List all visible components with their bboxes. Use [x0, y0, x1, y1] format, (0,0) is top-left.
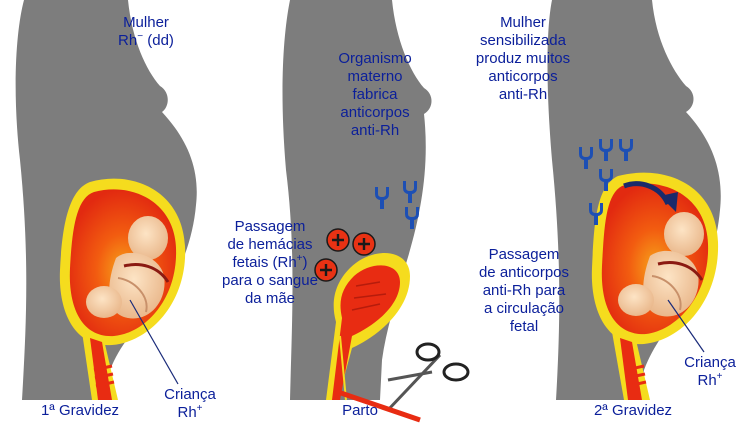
text-line: anti-Rh para — [468, 282, 580, 300]
sensitized-mother-text: Mulher sensibilizada produz muitos antic… — [458, 14, 588, 104]
child-label-1: Criança Rh+ — [150, 386, 230, 422]
child-label-2: Criança Rh+ — [670, 354, 750, 390]
antibody-passage-text: Passagem de anticorpos anti-Rh para a ci… — [468, 246, 580, 336]
child-rh-text: Rh — [697, 372, 716, 389]
text-line: anticorpos — [310, 104, 440, 122]
text-line: sensibilizada — [458, 32, 588, 50]
child-rh-line: Rh+ — [150, 404, 230, 422]
text-line: de anticorpos — [468, 264, 580, 282]
passage-rh-sign: + — [297, 253, 303, 264]
mother-label: Mulher Rh− (dd) — [106, 14, 186, 50]
caption-second-pregnancy: 2ª Gravidez — [578, 402, 688, 420]
text-line: para o sangue — [210, 272, 330, 290]
text-line: anticorpos — [458, 68, 588, 86]
text-line: Passagem — [210, 218, 330, 236]
text-line: Organismo — [310, 50, 440, 68]
child-rh-line: Rh+ — [670, 372, 750, 390]
text-line: fetais (Rh+) — [210, 254, 330, 272]
mother-label-line: Mulher — [106, 14, 186, 32]
passage-rh-text: fetais (Rh — [232, 254, 296, 271]
child-rh-sign: + — [197, 403, 203, 414]
caption-delivery: Parto — [330, 402, 390, 420]
mother-rh-text: Rh — [118, 32, 137, 49]
text-line: materno — [310, 68, 440, 86]
text-line: a circulação — [468, 300, 580, 318]
text-line: Mulher — [458, 14, 588, 32]
text-line: fetal — [468, 318, 580, 336]
child-rh-sign: + — [717, 371, 723, 382]
child-label-text: Criança — [670, 354, 750, 372]
text-line: Passagem — [468, 246, 580, 264]
mother-rh-sign: − — [137, 31, 143, 42]
text-line: da mãe — [210, 290, 330, 308]
red-cell-passage-text: Passagem de hemácias fetais (Rh+) para o… — [210, 218, 330, 308]
text-line: de hemácias — [210, 236, 330, 254]
text-line: fabrica — [310, 86, 440, 104]
caption-first-pregnancy: 1ª Gravidez — [30, 402, 130, 420]
mother-rh-line: Rh− (dd) — [106, 32, 186, 50]
mother-genotype: (dd) — [147, 32, 174, 49]
text-line: produz muitos — [458, 50, 588, 68]
child-rh-text: Rh — [177, 404, 196, 421]
antibody-production-text: Organismo materno fabrica anticorpos ant… — [310, 50, 440, 140]
child-label-text: Criança — [150, 386, 230, 404]
text-line: anti-Rh — [458, 86, 588, 104]
text-line: anti-Rh — [310, 122, 440, 140]
panel-first-pregnancy — [16, 0, 197, 400]
